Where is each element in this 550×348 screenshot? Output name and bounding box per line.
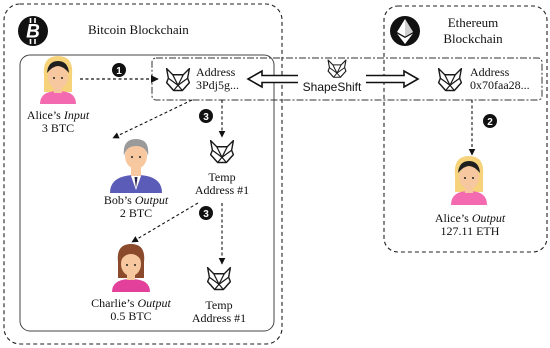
step-badge-three-lower: 3	[199, 206, 213, 220]
alice-input-name: Alice’s	[26, 108, 64, 122]
svg-text:3: 3	[203, 209, 209, 220]
temp-address-2-line2: Address #1	[191, 311, 247, 325]
double-arrow-shapeshift-to-eth	[366, 69, 420, 89]
eth-address-block: Address 0x70faa28...	[470, 66, 530, 92]
charlie-output-emph: Output	[137, 296, 171, 310]
double-arrow-shapeshift-to-btc	[246, 69, 298, 89]
temp-address-1-line2: Address #1	[194, 183, 250, 197]
step-badge-two: 2	[483, 114, 497, 128]
svg-text:B: B	[26, 22, 40, 43]
charlie-output-avatar	[112, 244, 150, 292]
step-badge-three-upper: 3	[199, 109, 213, 123]
alice-output-caption: Alice’s Output 127.11 ETH	[424, 212, 516, 238]
temp-address-2-line1: Temp	[205, 298, 233, 312]
ethereum-chain-boundary	[383, 5, 548, 253]
bitcoin-title: Bitcoin Blockchain	[88, 22, 189, 37]
bitcoin-chain-boundary	[3, 3, 283, 345]
svg-text:2: 2	[487, 117, 493, 128]
ethereum-logo-icon	[390, 16, 420, 46]
svg-text:1: 1	[116, 66, 122, 77]
btc-address-label: Address	[196, 65, 236, 79]
alice-input-avatar	[40, 56, 76, 104]
bob-output-avatar	[110, 139, 162, 193]
btc-address-block: Address 3Pdj5g...	[196, 66, 239, 92]
btc-address-value: 3Pdj5g...	[196, 78, 240, 92]
temp-address-2-fox-icon	[206, 266, 232, 291]
charlie-output-caption: Charlie’s Output 0.5 BTC	[80, 297, 182, 323]
temp-address-1-fox-icon	[209, 139, 235, 164]
temp-address-1-caption: Temp Address #1	[188, 171, 256, 197]
alice-input-amount: 3 BTC	[41, 121, 75, 135]
eth-address-fox-icon	[437, 67, 463, 92]
bob-output-caption: Bob’s Output 2 BTC	[92, 194, 180, 220]
ethereum-title-line1: Ethereum	[447, 15, 499, 30]
bitcoin-inner-boundary	[19, 54, 275, 332]
temp-address-2-caption: Temp Address #1	[185, 299, 253, 325]
temp-address-1-line1: Temp	[208, 170, 236, 184]
arrow-temp1-to-charlie	[131, 202, 199, 243]
ethereum-title: Ethereum Blockchain	[438, 15, 508, 47]
alice-output-avatar	[451, 156, 487, 205]
step-badge-one: 1	[112, 63, 126, 77]
btc-address-fox-icon	[165, 67, 191, 92]
alice-input-caption: Alice’s Input 3 BTC	[18, 109, 98, 135]
eth-address-label: Address	[470, 65, 510, 79]
bitcoin-logo-icon: B	[18, 16, 48, 46]
alice-output-emph: Output	[471, 211, 506, 225]
eth-address-value: 0x70faa28...	[470, 78, 530, 92]
bob-output-amount: 2 BTC	[119, 206, 153, 220]
ethereum-title-line2: Blockchain	[443, 31, 503, 46]
alice-output-name: Alice’s	[434, 211, 472, 225]
alice-input-emph: Input	[63, 108, 90, 122]
bob-output-name: Bob’s	[103, 193, 135, 207]
arrow-address-to-bob	[112, 99, 193, 139]
svg-text:3: 3	[203, 112, 209, 123]
charlie-output-name: Charlie’s	[91, 296, 138, 310]
alice-output-amount: 127.11 ETH	[440, 224, 500, 238]
shapeshift-fox-icon	[327, 59, 347, 78]
shapeshift-label: ShapeShift	[302, 80, 362, 94]
bob-output-emph: Output	[134, 193, 169, 207]
charlie-output-amount: 0.5 BTC	[110, 309, 152, 323]
